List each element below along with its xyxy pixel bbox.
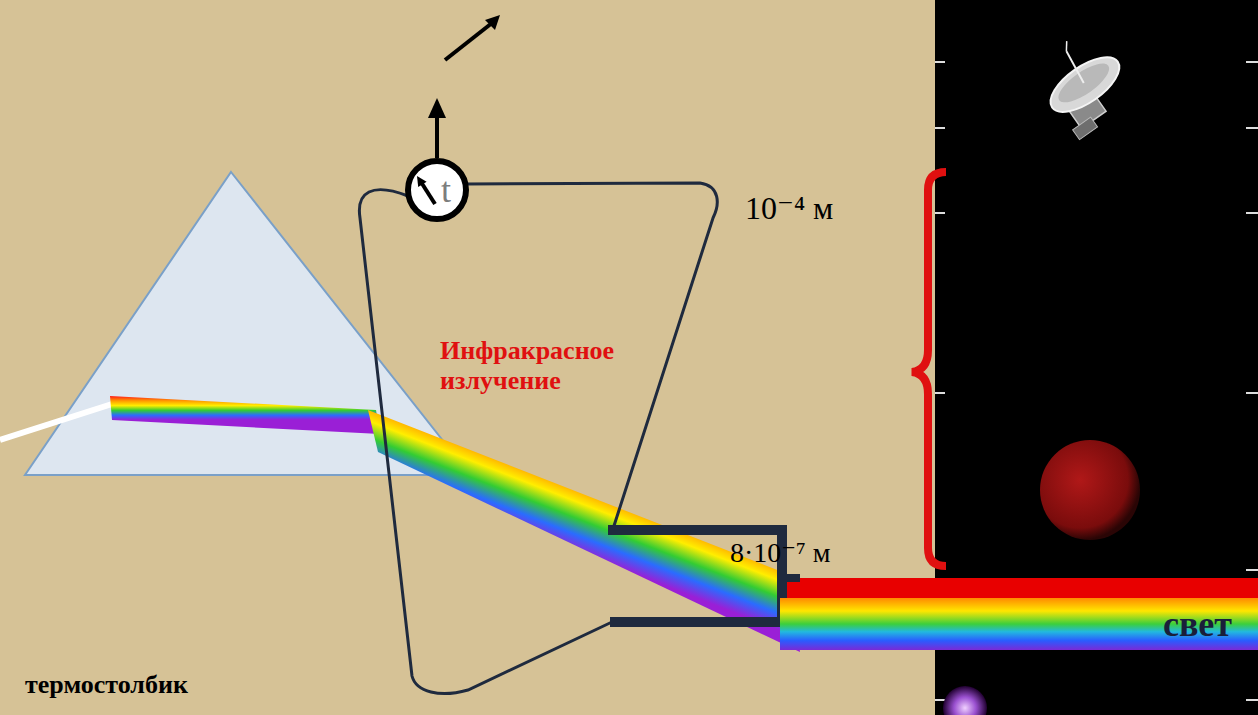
rise-arrow [435,114,439,158]
range-bracket [912,172,946,566]
rise-arrow-head [428,98,446,118]
thermopile [782,574,800,582]
radio-dish-picture [1026,24,1142,142]
temperature-symbol: t [441,172,451,208]
dial-circle [408,161,466,219]
wire [359,190,612,694]
dispersed-beam [110,396,380,434]
spectrum-band: свет [780,598,1258,650]
white-ray [0,404,112,440]
spectrum-beam [368,410,800,652]
dial-needle-head [417,176,427,187]
infrared-band [780,578,1258,598]
part-name: термостолбик [25,670,188,700]
region-name: Инфракрасное излучение [440,336,640,396]
rise-arrow-head [485,15,500,30]
ultraviolet-source-picture [943,686,987,715]
wavelength-mark: 10⁻⁴ м [745,190,833,227]
dial-outline [405,158,469,222]
thermometer-dial: t [405,158,469,222]
wavelength-mark: 8·10⁻⁷ м [730,537,831,569]
band-label: свет [1163,606,1232,642]
rise-arrow [445,23,492,60]
dial-needle [421,182,435,204]
infrared-source-picture [1040,440,1140,540]
